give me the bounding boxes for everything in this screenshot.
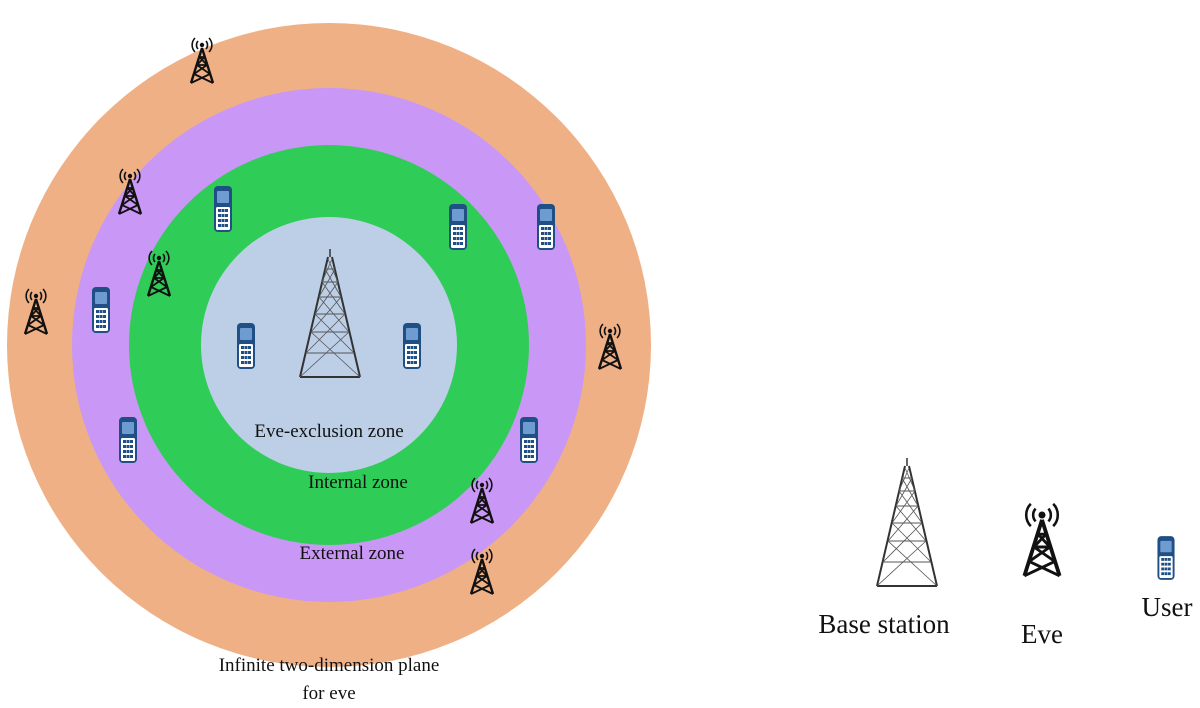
legend-user-icon: [1157, 536, 1175, 580]
legend-user-label: User: [1142, 592, 1193, 622]
infinite-plane-label: Infinite two-dimension plane: [219, 655, 440, 676]
legend: Base station Eve User: [818, 457, 1193, 649]
user-phone-icon: [520, 417, 538, 463]
user-phone-icon: [537, 204, 555, 250]
eve-exclusion-zone: [201, 217, 457, 473]
user-phone-icon: [119, 417, 137, 463]
user-phone-icon: [403, 323, 421, 369]
external-zone-label: External zone: [300, 543, 405, 564]
user-phone-icon: [92, 287, 110, 333]
user-phone-icon: [237, 323, 255, 369]
legend-eve-label: Eve: [1021, 619, 1063, 649]
legend-eve-icon: [1022, 501, 1062, 578]
legend-base-station-label: Base station: [818, 609, 950, 639]
infinite-plane-label-continued: for eve: [302, 683, 355, 704]
legend-base-station-icon: [876, 457, 938, 587]
user-phone-icon: [214, 186, 232, 232]
eve-exclusion-zone-label: Eve-exclusion zone: [254, 421, 403, 442]
user-phone-icon: [449, 204, 467, 250]
internal-zone-label: Internal zone: [308, 472, 408, 493]
